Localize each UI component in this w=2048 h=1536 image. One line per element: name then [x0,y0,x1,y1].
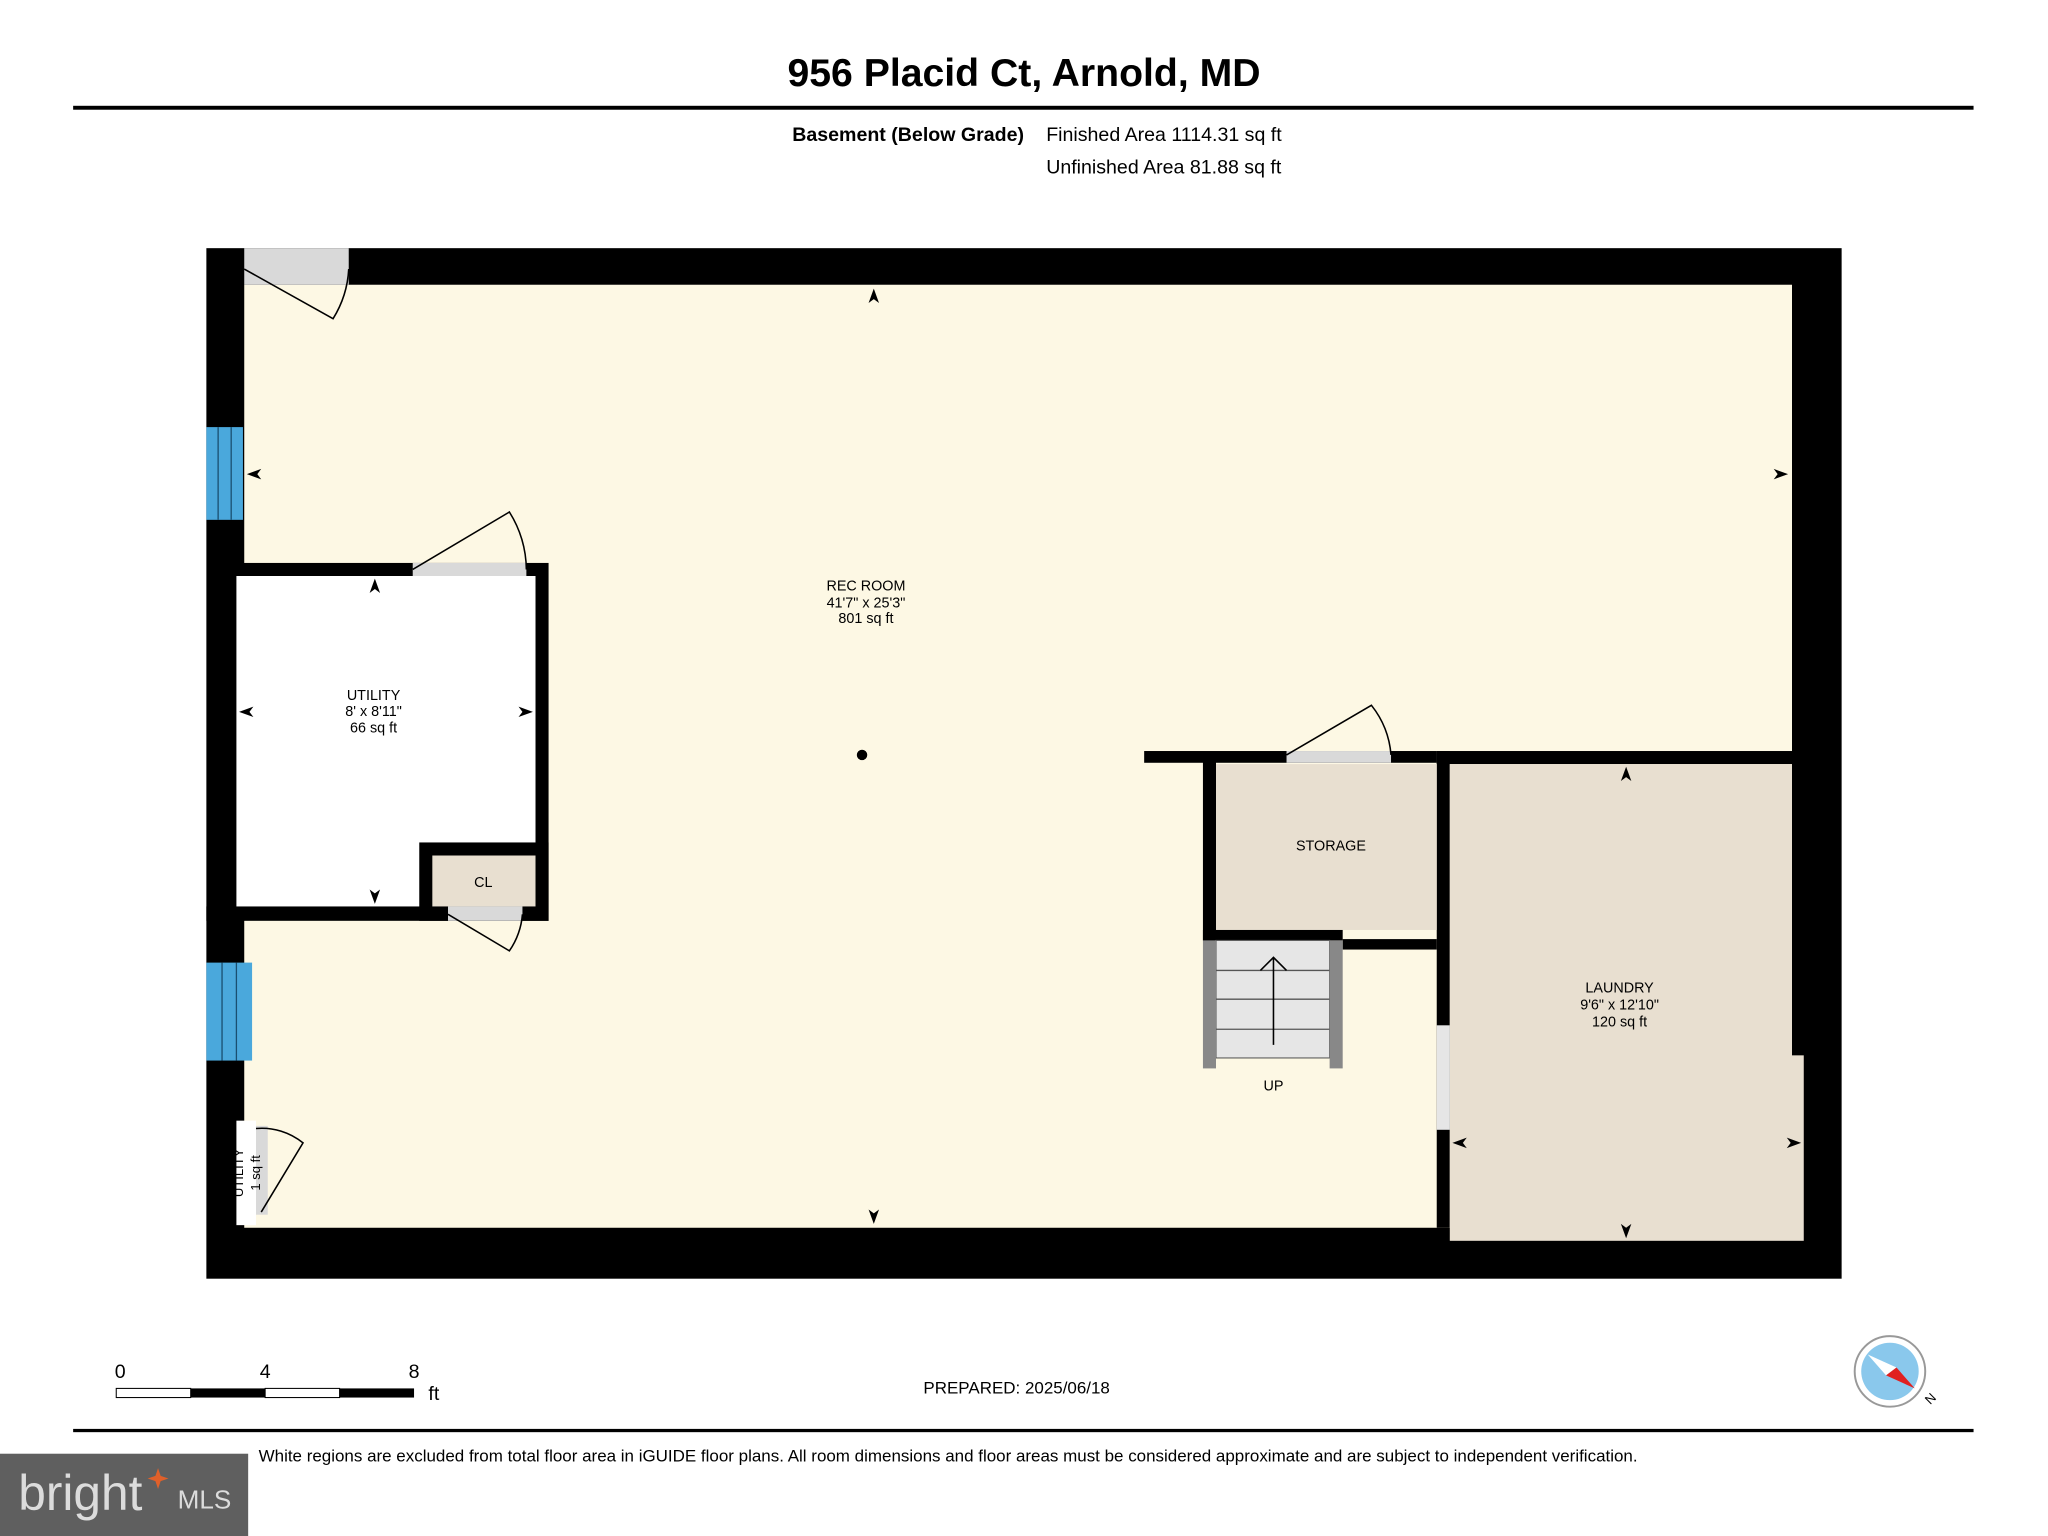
scale-bar: 0 4 8 ft [115,1361,440,1405]
arrow-up-icon [1259,956,1288,1045]
rec-room-name: REC ROOM [826,578,905,594]
unfinished-area: Unfinished Area 81.88 sq ft [1046,157,1282,179]
page-title: 956 Placid Ct, Arnold, MD [787,52,1260,95]
laundry-dims: 9'6" x 12'10" [1580,998,1659,1014]
stairs[interactable] [1202,939,1343,1069]
small-utility-door-opening[interactable] [256,1125,268,1215]
storage-name: STORAGE [1296,838,1366,854]
laundry-room [1449,764,1792,1241]
entry-door-opening[interactable] [244,248,349,285]
prepared-date: PREPARED: 2025/06/18 [923,1379,1109,1398]
stairs-label: UP [1263,1079,1283,1095]
small-utility-area: 1 sq ft [248,1155,263,1191]
wall [1202,754,1216,941]
header-divider [73,105,1974,110]
utility-dims: 8' x 8'11" [345,704,402,720]
rec-room-area: 801 sq ft [838,611,893,627]
door-swing-icon [1286,704,1392,756]
scale-unit: ft [428,1383,439,1405]
finished-area: Finished Area 1114.31 sq ft [1046,124,1282,146]
closet-name: CL [474,875,492,891]
bright-mls-logo: bright MLS [0,1453,249,1536]
star-icon [147,1468,169,1489]
closet-door-opening[interactable] [448,906,523,921]
wall [1436,751,1792,765]
utility-area: 66 sq ft [350,721,397,737]
small-utility-name: UTILITY [231,1148,246,1197]
scale-tick: 4 [260,1361,271,1383]
footer-divider [73,1428,1974,1433]
window [206,427,243,520]
logo-text: bright [18,1465,142,1521]
wall [1342,939,1437,950]
small-utility [236,1120,256,1226]
compass-icon: N [1853,1335,1939,1408]
utility-door-opening[interactable] [412,562,527,576]
door-swing-icon [412,510,528,571]
scale-tick: 0 [115,1361,126,1383]
laundry-alcove [1792,1055,1804,1241]
floor-label: Basement (Below Grade) [792,124,1024,146]
wall [206,906,245,921]
door-swing-icon [243,268,350,320]
laundry-area: 120 sq ft [1592,1015,1647,1031]
closet [432,855,536,907]
compass-label: N [1922,1390,1939,1407]
disclaimer: White regions are excluded from total fl… [259,1447,1638,1466]
wall [1202,929,1343,941]
utility-name: UTILITY [347,688,401,704]
logo-suffix: MLS [178,1485,232,1515]
door-swing-icon [255,1127,305,1213]
opening [1436,1025,1450,1130]
dimension-arrows [239,288,1802,1239]
scale-tick: 8 [409,1361,420,1383]
laundry-name: LAUNDRY [1585,981,1654,997]
door-swing-icon [447,913,524,952]
window [206,962,253,1061]
wall [1436,751,1450,1228]
storage-door-opening[interactable] [1286,751,1392,763]
rec-room-dims: 41'7" x 25'3" [827,595,906,611]
storage-room [1216,764,1437,930]
